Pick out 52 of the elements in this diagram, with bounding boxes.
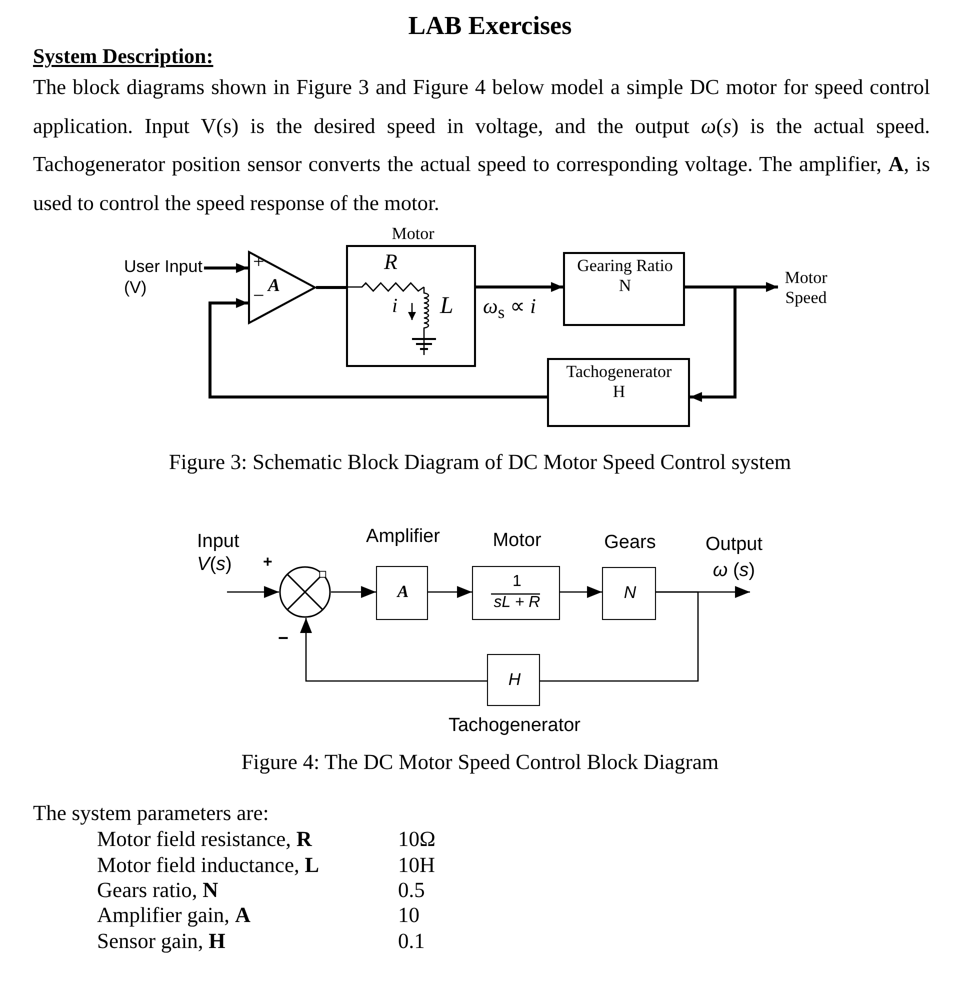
parameter-name: Gears ratio, N — [97, 877, 218, 903]
gain-symbol: H — [507, 670, 522, 690]
arrow — [208, 298, 547, 398]
numerator: 1 — [512, 573, 522, 592]
minus-sign: − — [278, 628, 290, 649]
arrow — [428, 586, 472, 598]
arrow — [331, 586, 376, 598]
block-heading: Motor — [492, 530, 542, 552]
figure-caption: Figure 3: Schematic Block Diagram of DC Motor Speed Control system — [168, 449, 792, 475]
arrow — [560, 586, 602, 598]
block-heading: Tachogenerator — [447, 715, 582, 737]
inductor-label: L — [440, 293, 454, 321]
resistor-label: R — [384, 249, 398, 274]
arrow — [476, 282, 563, 292]
input-label: User Input (V) — [124, 256, 204, 300]
figure-caption: Figure 4: The DC Motor Speed Control Block Diagram — [240, 749, 720, 775]
parameter-name: Sensor gain, H — [97, 928, 226, 954]
parameter-name: Motor field resistance, R — [97, 826, 312, 852]
parameter-name: Motor field inductance, L — [97, 852, 320, 878]
parameter-value: 10Ω — [398, 826, 436, 852]
parameter-value: 10 — [398, 902, 420, 928]
parameter-value: 10H — [398, 852, 436, 878]
sensor-block — [547, 358, 690, 427]
parameter-value: 0.1 — [398, 928, 425, 954]
gain-symbol: A — [268, 275, 282, 296]
connector-line — [316, 286, 346, 289]
block-heading: Gears — [603, 532, 657, 554]
output-label: Motor Speed — [778, 268, 834, 310]
minus-sign: − — [253, 285, 266, 308]
page-title: LAB Exercises — [407, 11, 573, 41]
plus-sign: + — [263, 554, 274, 572]
arrow — [685, 286, 736, 402]
parameters-intro: The system parameters are: — [33, 800, 269, 826]
block-label: Gearing Ratio N — [576, 256, 674, 296]
connector-line — [540, 591, 699, 682]
parameter-value: 0.5 — [398, 877, 425, 903]
denominator: sL + R — [492, 594, 542, 612]
arrow — [300, 618, 487, 682]
block-heading: Motor — [390, 224, 436, 244]
gain-symbol: A — [396, 582, 410, 602]
current-label: i — [392, 295, 399, 318]
block-label: Tachogenerator H — [565, 362, 673, 402]
block-heading: Amplifier — [365, 526, 441, 548]
input-label: Input V(s) — [197, 530, 240, 576]
arrow — [227, 586, 279, 598]
parameter-name: Amplifier gain, A — [97, 902, 250, 928]
section-heading: System Description: — [33, 44, 214, 69]
gear-block — [563, 252, 685, 326]
arrow — [204, 263, 248, 273]
output-label: Output ω (s) — [700, 532, 768, 588]
description-paragraph: The block diagrams shown in Figure 3 and Figure 4 below model a simple DC motor for speed control application. Input V(s) is the desired speed in voltage, and the output ω(s) is the actual speed. Tachogenerator position sensor converts the actual speed to corresponding voltage. The amplifier, A, is used to control the speed response of the motor. — [33, 74, 930, 216]
gain-symbol: N — [622, 583, 638, 603]
